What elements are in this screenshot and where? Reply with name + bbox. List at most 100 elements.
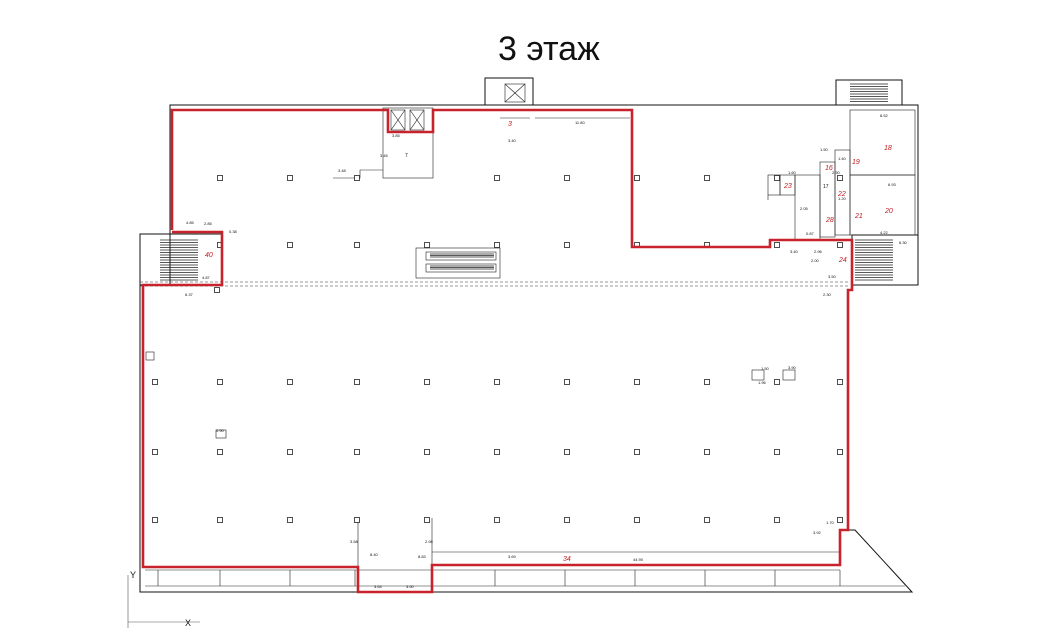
room-label: 3 xyxy=(508,121,512,128)
column-marker xyxy=(564,379,570,385)
facade-ticks xyxy=(157,570,841,586)
axis-x-label: X xyxy=(185,618,191,628)
dimension-label: 3.85 xyxy=(392,133,401,138)
column-marker xyxy=(424,242,430,248)
column-marker xyxy=(564,517,570,523)
column-marker xyxy=(217,379,223,385)
dimension-label: 1.20 xyxy=(838,196,847,201)
room-label: 24 xyxy=(838,257,847,264)
dimension-label: 1.96 xyxy=(758,380,767,385)
dimension-label: 3.69 xyxy=(508,554,517,559)
column-marker xyxy=(704,449,710,455)
dimension-label: 2.00 xyxy=(811,258,820,263)
dimension-label: 1.50 xyxy=(761,366,770,371)
stair-hatching xyxy=(160,83,893,281)
partitions xyxy=(145,107,916,570)
column-marker xyxy=(564,449,570,455)
dimension-label: 4.87 xyxy=(202,275,211,280)
dimension-label: 2.96 xyxy=(814,249,823,254)
dimension-label: 3.92 xyxy=(813,530,822,535)
dimension-label: 3.64 xyxy=(374,584,383,589)
column-marker xyxy=(774,449,780,455)
dimension-label: 8.83 xyxy=(418,554,427,559)
column-marker xyxy=(837,449,843,455)
column-marker xyxy=(424,517,430,523)
dimension-label: 3.40 xyxy=(508,138,517,143)
column-marker xyxy=(424,379,430,385)
room-label: 20 xyxy=(884,208,893,215)
dimension-label: 3.90 xyxy=(788,365,797,370)
room-label: 21 xyxy=(854,213,863,220)
dimension-label: 0.90 xyxy=(216,428,225,433)
room-label: 34 xyxy=(563,556,571,563)
column-marker xyxy=(287,242,293,248)
column-marker xyxy=(287,175,293,181)
column-marker xyxy=(494,242,500,248)
column-marker xyxy=(287,449,293,455)
room-label: 16 xyxy=(825,165,833,172)
rental-boundary xyxy=(141,108,854,594)
room-labels: 3 7 18 19 20 21 17 28 22 16 23 24 34 40 xyxy=(205,121,893,563)
column-marker xyxy=(354,175,360,181)
dimension-label: 11.80 xyxy=(575,120,585,125)
column-marker xyxy=(354,517,360,523)
column-marker xyxy=(494,379,500,385)
dimension-label: 3.50 xyxy=(406,584,415,589)
dimension-label: 0.87 xyxy=(806,231,815,236)
column-marker xyxy=(217,517,223,523)
room-label: 40 xyxy=(205,252,213,259)
dimension-label: 1.60 xyxy=(788,170,797,175)
column-marker xyxy=(837,517,843,523)
dimension-label: 2.30 xyxy=(832,170,841,175)
floor-title: 3 этаж xyxy=(498,30,600,68)
column-marker xyxy=(634,379,640,385)
column-marker xyxy=(564,175,570,181)
column-marker xyxy=(837,242,843,248)
column-marker xyxy=(564,242,570,248)
room-label: 28 xyxy=(825,217,834,224)
dimension-label: 44.90 xyxy=(633,557,644,562)
columns xyxy=(152,175,843,523)
axis-indicator: Y X xyxy=(127,570,200,628)
column-marker xyxy=(354,242,360,248)
dimension-label: 1.70 xyxy=(826,520,835,525)
axis-y-label: Y xyxy=(130,570,136,580)
room-label: 7 xyxy=(405,153,408,159)
column-marker xyxy=(774,517,780,523)
column-marker xyxy=(837,379,843,385)
dimension-label: 6.30 xyxy=(899,240,908,245)
column-marker xyxy=(704,175,710,181)
dimension-label: 4.22 xyxy=(880,230,889,235)
column-marker xyxy=(837,175,843,181)
column-marker xyxy=(214,287,220,293)
column-marker xyxy=(774,175,780,181)
dimension-label: 2.85 xyxy=(204,221,213,226)
column-marker xyxy=(424,449,430,455)
dimension-label: 3.50 xyxy=(828,274,837,279)
column-marker xyxy=(354,379,360,385)
dimension-label: 3.58 xyxy=(350,539,359,544)
dimension-label: 2.05 xyxy=(800,206,809,211)
column-marker xyxy=(287,379,293,385)
dimension-label: 6.37 xyxy=(185,292,194,297)
column-marker xyxy=(774,379,780,385)
column-marker xyxy=(152,379,158,385)
column-marker xyxy=(152,517,158,523)
dimension-label: 1.40 xyxy=(838,156,847,161)
column-marker xyxy=(217,449,223,455)
room-label: 23 xyxy=(783,183,792,190)
column-marker xyxy=(287,517,293,523)
column-marker xyxy=(152,449,158,455)
column-marker xyxy=(634,449,640,455)
dimension-label: 8.40 xyxy=(370,552,379,557)
column-marker xyxy=(494,175,500,181)
dimension-label: 0.38 xyxy=(229,229,238,234)
column-marker xyxy=(217,175,223,181)
room-label: 22 xyxy=(837,191,846,198)
dimension-label: 8.52 xyxy=(880,113,889,118)
dimension-label: 4.85 xyxy=(186,220,195,225)
dimension-label: 2.98 xyxy=(425,539,434,544)
column-marker xyxy=(634,175,640,181)
dimension-labels: 11.80 3.85 3.40 3.50 4.87 6.37 0.38 1.60… xyxy=(185,113,908,589)
room-label: 18 xyxy=(884,145,892,152)
